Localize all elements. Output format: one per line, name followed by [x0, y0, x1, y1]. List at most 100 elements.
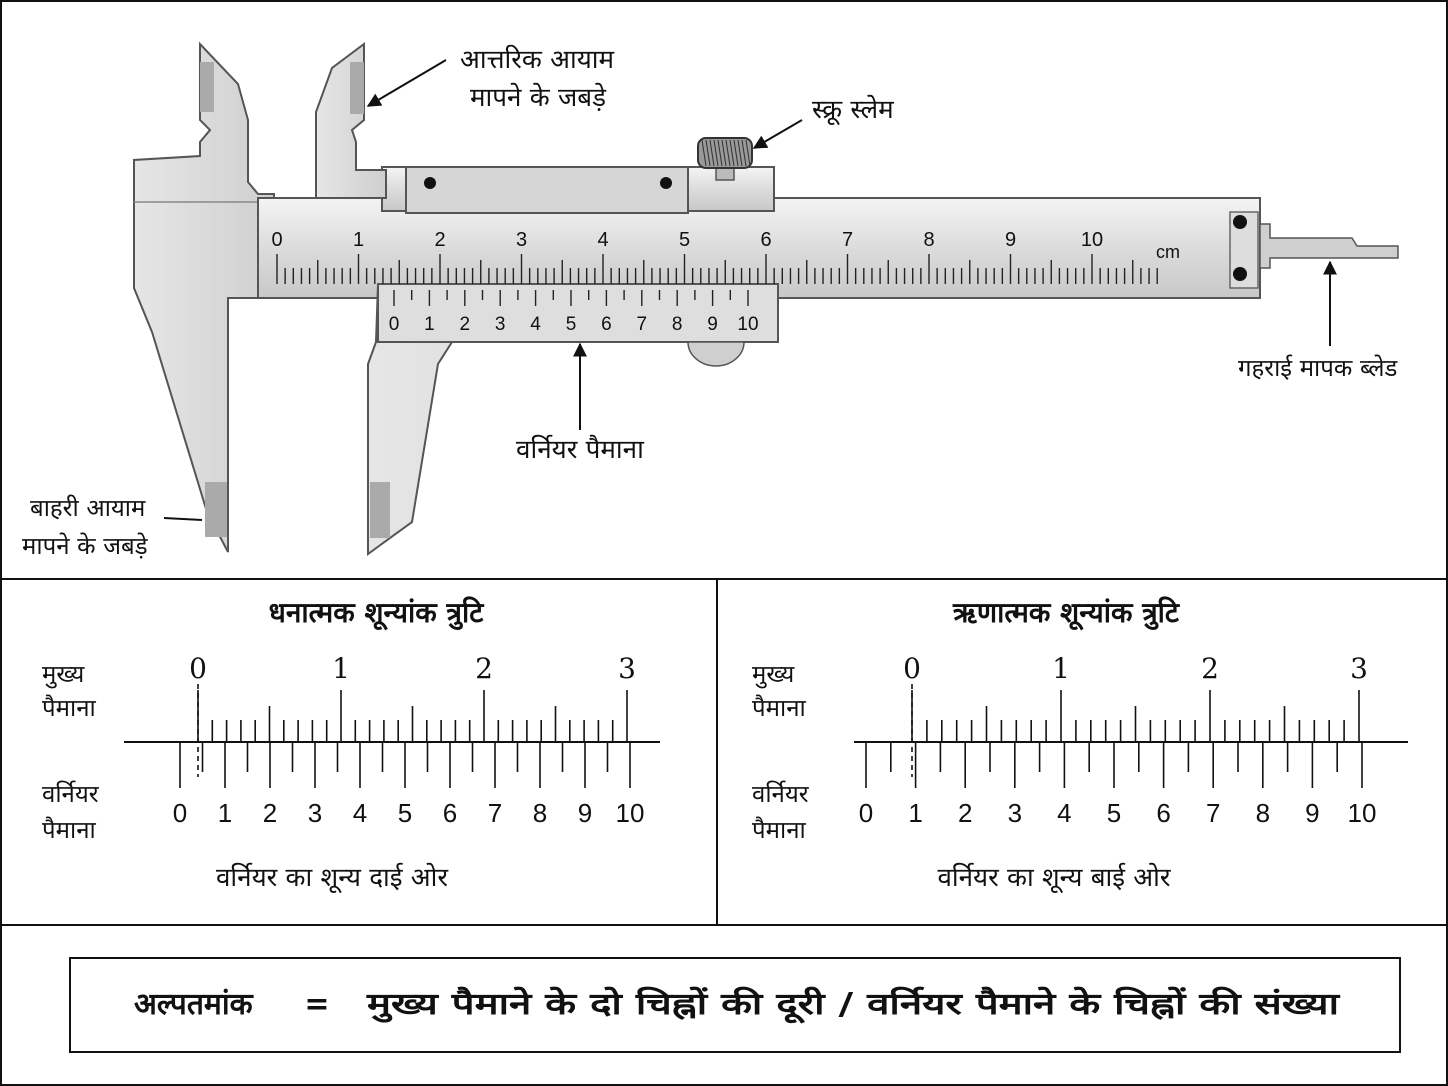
- negative-error-title: ऋणात्मक शून्यांक त्रुटि: [952, 596, 1180, 631]
- main-scale-number: 8: [923, 229, 934, 251]
- error-main-number: 2: [475, 652, 493, 685]
- knurl-line: [713, 139, 719, 167]
- error-main-number: 1: [1052, 652, 1070, 685]
- error-vernier-number: 8: [1256, 798, 1270, 828]
- formula-rhs: मुख्य पैमाने के दो चिह्नों की दूरी / वर्…: [366, 986, 1341, 1024]
- positive-main-label-2: पैमाना: [42, 694, 97, 722]
- knurl-line: [729, 139, 735, 167]
- error-vernier-number: 6: [443, 798, 457, 828]
- vernier-number: 6: [601, 314, 612, 335]
- error-vernier-number: 0: [173, 798, 187, 828]
- error-vernier-number: 7: [1206, 798, 1220, 828]
- negative-main-label-1: मुख्य: [752, 660, 795, 689]
- knurl-line: [717, 139, 723, 167]
- knurl-line: [701, 139, 707, 167]
- vernier-scale-label: वर्नियर पैमाना: [516, 434, 645, 465]
- negative-vernier-label-1: वर्नियर: [752, 780, 810, 808]
- error-main-number: 3: [618, 652, 636, 685]
- error-vernier-number: 9: [578, 798, 592, 828]
- error-vernier-number: 8: [533, 798, 547, 828]
- main-scale-number: 10: [1081, 229, 1103, 251]
- positive-error-scales: 0 1 2 3 0 1 2 3 4 5 6 7 8 9 10: [124, 652, 660, 828]
- main-scale-number: 6: [760, 229, 771, 251]
- vernier-number: 9: [707, 314, 718, 335]
- knurl-line: [721, 139, 727, 167]
- vernier-number: 8: [672, 314, 683, 335]
- knurl-line: [733, 139, 739, 167]
- error-main-number: 0: [189, 652, 207, 685]
- positive-error-caption: वर्नियर का शून्य दाई ओर: [216, 862, 449, 894]
- formula-lhs: अल्पतमांक: [134, 987, 254, 1022]
- error-vernier-number: 2: [263, 798, 277, 828]
- outer-jaws-arrow: [163, 517, 203, 521]
- error-vernier-number: 9: [1305, 798, 1319, 828]
- formula-equals: =: [304, 987, 329, 1022]
- depth-blade: [1259, 223, 1399, 269]
- error-vernier-number: 3: [1008, 798, 1022, 828]
- unit-label: cm: [1156, 242, 1180, 262]
- vernier-number: 0: [389, 314, 400, 335]
- error-main-number: 2: [1201, 652, 1219, 685]
- error-vernier-number: 3: [308, 798, 322, 828]
- error-main-number: 1: [332, 652, 350, 685]
- error-vernier-number: 10: [616, 798, 645, 828]
- knurl-line: [745, 139, 751, 167]
- error-vernier-number: 0: [859, 798, 873, 828]
- outer-jaws-label-1: बाहरी आयाम: [30, 494, 146, 522]
- knurl-line: [725, 139, 731, 167]
- depth-blade-label: गहराई मापक ब्लेड: [1238, 354, 1399, 382]
- error-vernier-number: 10: [1348, 798, 1377, 828]
- inner-jaws-label-1: आत्तरिक आयाम: [460, 44, 615, 75]
- main-scale-number: 7: [842, 229, 853, 251]
- error-vernier-number: 1: [218, 798, 232, 828]
- error-main-number: 3: [1350, 652, 1368, 685]
- negative-error-caption: वर्नियर का शून्य बाई ओर: [937, 862, 1171, 894]
- vernier-number: 10: [737, 314, 758, 335]
- positive-vernier-label-2: पैमाना: [42, 816, 97, 844]
- knurl-line: [705, 139, 711, 167]
- negative-error-panel: ऋणात्मक शून्यांक त्रुटि मुख्य पैमाना वर्…: [752, 596, 1408, 894]
- main-scale-number: 0: [271, 229, 282, 251]
- negative-vernier-label-2: पैमाना: [752, 816, 807, 844]
- knurl-line: [741, 139, 747, 167]
- vernier-number: 5: [566, 314, 577, 335]
- positive-error-title: धनात्मक शून्यांक त्रुटि: [269, 596, 485, 631]
- error-vernier-number: 5: [398, 798, 412, 828]
- error-vernier-number: 1: [908, 798, 922, 828]
- inner-jaws-arrow: [366, 59, 447, 107]
- outer-jaws-label-2: मापने के जबड़े: [22, 532, 149, 560]
- error-vernier-number: 2: [958, 798, 972, 828]
- movable-inner-jaw: [315, 42, 387, 199]
- positive-vernier-label-1: वर्नियर: [42, 780, 100, 808]
- error-main-number: 0: [903, 652, 921, 685]
- knurl-line: [709, 139, 715, 167]
- vernier-number: 4: [530, 314, 541, 335]
- vernier-number: 7: [637, 314, 648, 335]
- error-vernier-number: 7: [488, 798, 502, 828]
- caliper: [133, 41, 1399, 556]
- vernier-number: 1: [424, 314, 435, 335]
- error-vernier-number: 4: [353, 798, 367, 828]
- error-vernier-number: 5: [1107, 798, 1121, 828]
- main-scale-number: 1: [353, 229, 364, 251]
- main-scale-number: 3: [516, 229, 527, 251]
- vernier-scale: 0 1 2 3 4 5 6 7 8 9 10: [389, 290, 759, 335]
- vernier-number: 2: [460, 314, 471, 335]
- main-scale-number: 2: [434, 229, 445, 251]
- error-vernier-number: 4: [1057, 798, 1071, 828]
- positive-error-panel: धनात्मक शून्यांक त्रुटि मुख्य पैमाना वर्…: [42, 596, 660, 894]
- negative-main-label-2: पैमाना: [752, 694, 807, 722]
- main-scale-number: 4: [597, 229, 608, 251]
- vernier-number: 3: [495, 314, 506, 335]
- screw-label: स्क्रू स्लेम: [812, 94, 894, 126]
- formula-box: अल्पतमांक = मुख्य पैमाने के दो चिह्नों क…: [69, 957, 1401, 1053]
- main-scale-number: 5: [679, 229, 690, 251]
- knurl-line: [737, 139, 743, 167]
- screw-arrow: [752, 119, 803, 149]
- positive-main-label-1: मुख्य: [42, 660, 85, 689]
- caliper-labels: आत्तरिक आयाम मापने के जबड़े स्क्रू स्लेम…: [22, 44, 1399, 560]
